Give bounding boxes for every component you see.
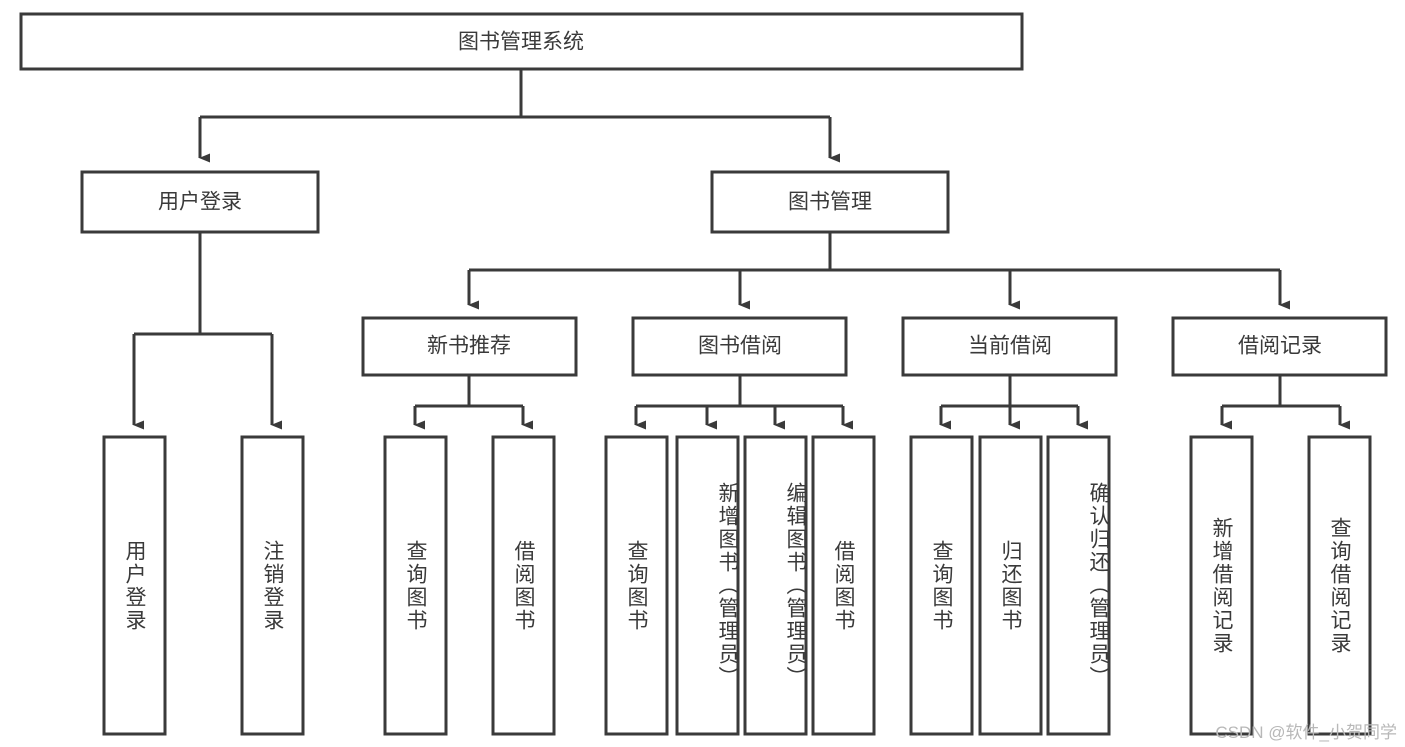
leaf-box-book-borrow-2[interactable] [743,435,808,736]
leaf-box-book-borrow-3[interactable] [811,435,876,736]
node-new-book-recommend-label: 新书推荐 [427,335,511,358]
node-new-book-recommend[interactable]: 新书推荐 [361,316,578,377]
node-book-borrow-label: 图书借阅 [698,335,782,358]
leaf-box-book-borrow-1[interactable] [675,435,740,736]
leaf-box-user-login-0[interactable] [102,435,167,736]
connector-user-login-to-leaves [132,233,282,430]
csdn-watermark: CSDN @软件_小贺同学 [1215,723,1397,742]
node-root[interactable]: 图书管理系统 [19,12,1024,71]
leaf-box-borrow-record-1[interactable] [1307,435,1372,736]
node-book-manage[interactable]: 图书管理 [710,170,950,234]
node-user-login[interactable]: 用户登录 [80,170,320,234]
node-borrow-record[interactable]: 借阅记录 [1171,316,1388,377]
leaf-box-new-book-1[interactable] [491,435,556,736]
node-current-borrow[interactable]: 当前借阅 [901,316,1118,377]
leaf-box-new-book-0[interactable] [383,435,448,736]
connector-book-borrow-to-leaves [634,375,853,430]
leaf-box-user-login-1[interactable] [240,435,305,736]
node-user-login-label: 用户登录 [158,191,242,214]
node-borrow-record-label: 借阅记录 [1238,335,1322,358]
connector-book-manage-to-level2 [467,232,1290,310]
leaf-box-borrow-record-0[interactable] [1189,435,1254,736]
node-current-borrow-label: 当前借阅 [968,335,1052,358]
connector-new-book-to-leaves [413,375,533,430]
leaf-box-current-borrow-0[interactable] [909,435,974,736]
leaf-box-book-borrow-0[interactable] [604,435,669,736]
connector-root-to-level1 [198,70,840,163]
connector-borrow-record-to-leaves [1220,375,1350,430]
node-book-borrow[interactable]: 图书借阅 [631,316,848,377]
connector-current-borrow-to-leaves [939,375,1088,430]
node-book-manage-label: 图书管理 [788,191,872,214]
node-root-label: 图书管理系统 [458,31,584,54]
leaf-box-current-borrow-2[interactable] [1046,435,1111,736]
leaf-box-current-borrow-1[interactable] [978,435,1043,736]
